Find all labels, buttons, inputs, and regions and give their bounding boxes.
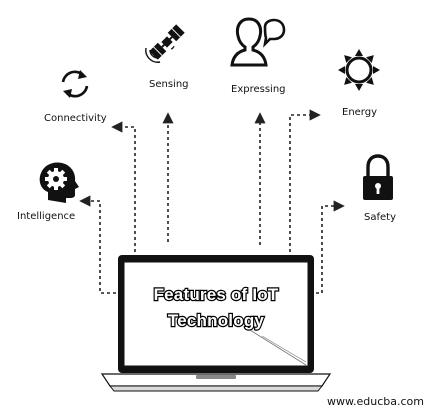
connector-safety	[310, 200, 345, 294]
connector-intelligence	[79, 195, 122, 294]
satellite-icon	[149, 24, 185, 60]
center-title-line1: Features of IoT	[154, 285, 279, 304]
circular-arrows-icon	[61, 70, 89, 98]
sun-icon	[338, 49, 380, 91]
person-speech-icon	[230, 17, 286, 67]
label-energy: Energy	[342, 107, 377, 118]
website-url: www.educba.com	[327, 395, 424, 408]
laptop-icon	[100, 255, 332, 392]
center-title-line2: Technology	[168, 311, 264, 330]
connector-connectivity	[111, 121, 136, 258]
head-gear-icon	[39, 162, 79, 203]
connectors	[79, 109, 345, 294]
connector-energy	[289, 109, 321, 258]
padlock-icon	[363, 154, 393, 200]
label-connectivity: Connectivity	[44, 113, 107, 124]
label-safety: Safety	[364, 212, 396, 223]
label-expressing: Expressing	[231, 84, 286, 95]
label-sensing: Sensing	[149, 79, 189, 90]
label-intelligence: Intelligence	[17, 211, 75, 222]
